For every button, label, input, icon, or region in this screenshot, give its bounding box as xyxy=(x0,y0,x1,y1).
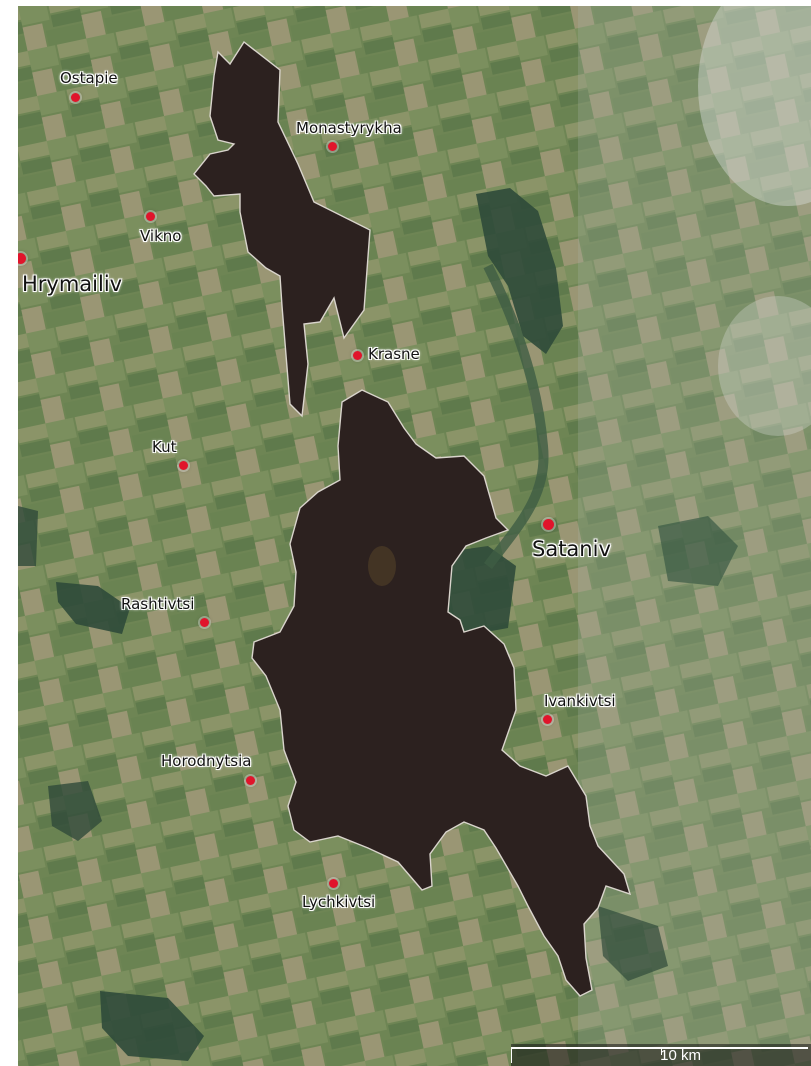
burned-area-north[interactable] xyxy=(193,40,371,418)
place-label-ivankivtsi: Ivankivtsi xyxy=(544,692,616,710)
satellite-map[interactable]: Ostapie Monastyrykha Vikno Hrymailiv Kra… xyxy=(18,6,811,1066)
place-label-lychkivtsi: Lychkivtsi xyxy=(302,893,376,911)
place-marker-icon[interactable] xyxy=(353,351,362,360)
place-label-krasne: Krasne xyxy=(368,345,420,363)
place-marker-icon[interactable] xyxy=(328,142,337,151)
forest-area xyxy=(476,188,563,354)
place-label-rashtivtsi: Rashtivtsi xyxy=(121,595,195,613)
place-marker-icon[interactable] xyxy=(200,618,209,627)
place-label-kut: Kut xyxy=(152,438,177,456)
place-marker-icon[interactable] xyxy=(179,461,188,470)
place-label-horodnytsia: Horodnytsia xyxy=(161,752,252,770)
place-label-hrymailiv: Hrymailiv xyxy=(22,272,123,296)
scale-bar: 10 km xyxy=(511,1044,811,1066)
map-imagery xyxy=(18,6,811,1066)
place-label-sataniv: Sataniv xyxy=(532,537,611,561)
place-marker-icon[interactable] xyxy=(543,715,552,724)
scale-bar-label: 10 km xyxy=(660,1047,701,1064)
place-marker-icon[interactable] xyxy=(146,212,155,221)
place-marker-icon[interactable] xyxy=(18,253,26,264)
scale-bar-tick xyxy=(661,1047,662,1055)
place-marker-icon[interactable] xyxy=(246,776,255,785)
place-label-monastyrykha: Monastyrykha xyxy=(296,119,402,137)
place-marker-icon[interactable] xyxy=(543,519,554,530)
place-marker-icon[interactable] xyxy=(71,93,80,102)
scale-bar-line xyxy=(512,1047,808,1049)
scale-bar-tick xyxy=(511,1047,512,1063)
place-label-ostapie: Ostapie xyxy=(60,69,118,87)
place-marker-icon[interactable] xyxy=(329,879,338,888)
burned-area-south[interactable] xyxy=(251,389,632,997)
cloud xyxy=(698,6,811,206)
place-label-vikno: Vikno xyxy=(140,227,182,245)
